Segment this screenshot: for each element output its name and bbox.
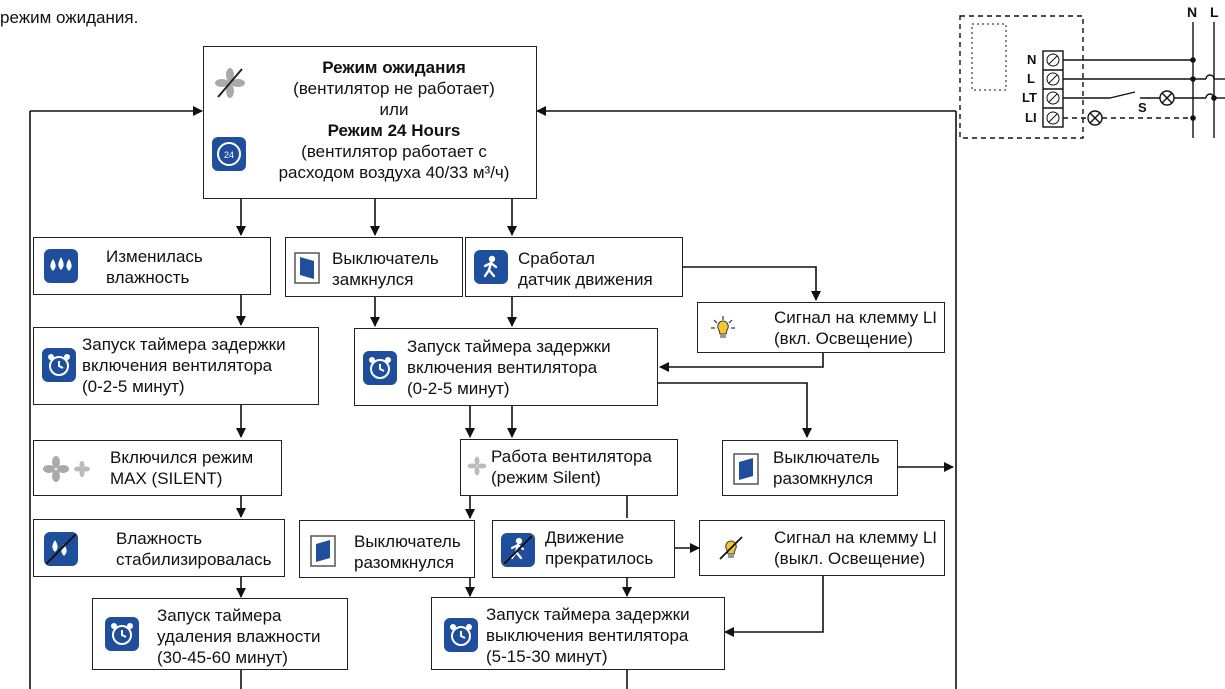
timer-humidity-line1: Запуск таймера (157, 606, 282, 625)
humidity-stable-icon (44, 532, 78, 566)
fan-max-icon (42, 455, 90, 488)
timer-off-line3: (5-15-30 минут) (486, 647, 608, 666)
fan-silent-box: Работа вентилятора (режим Silent) (460, 439, 678, 496)
max-mode-box: Включился режим MAX (SILENT) (33, 440, 282, 496)
humidity-changed-line1: Изменилась (106, 247, 203, 266)
signal-on-line2: (вкл. Освещение) (774, 329, 913, 348)
motion-stopped-line2: прекратилось (545, 549, 654, 568)
humidity-stable-line2: стабилизировалась (116, 550, 272, 569)
switch-open-icon (310, 535, 336, 572)
switch-opened-center-line2: разомкнулся (354, 553, 455, 572)
mains-label-n: N (1187, 4, 1198, 20)
switch-open-icon (733, 453, 759, 490)
timer-on-left-line3: (0-2-5 минут) (82, 377, 185, 396)
standby-title: Режим ожидания (322, 58, 466, 77)
alarm-clock-icon (105, 617, 139, 651)
switch-opened-right-line2: разомкнулся (773, 469, 874, 488)
humidity-changed-line2: влажность (106, 268, 190, 287)
alarm-clock-icon (363, 351, 397, 385)
fan-silent-line2: (режим Silent) (491, 468, 601, 487)
timer-on-center-line1: Запуск таймера задержки (407, 337, 611, 356)
mains-label-l: L (1210, 4, 1219, 20)
switch-closed-line1: Выключатель (332, 249, 439, 268)
signal-off-line1: Сигнал на клемму LI (774, 528, 937, 547)
timer-on-center-line2: включения вентилятора (407, 358, 598, 377)
timer-on-center-box: Запуск таймера задержки включения вентил… (354, 328, 658, 406)
max-mode-line1: Включился режим (110, 448, 254, 467)
motion-stopped-line1: Движение (545, 528, 625, 547)
fan-off-icon (214, 67, 246, 104)
standby-mode-box: 24 Режим ожидания (вентилятор не работае… (203, 46, 537, 199)
timer-on-left-line2: включения вентилятора (82, 356, 273, 375)
terminal-label-l: L (1027, 71, 1035, 86)
signal-off-box: Сигнал на клемму LI (выкл. Освещение) (699, 520, 945, 576)
motion-stopped-icon (501, 533, 535, 567)
mode24-title: Режим 24 Hours (327, 121, 461, 140)
fan-silent-icon (467, 456, 487, 481)
signal-on-line1: Сигнал на клемму LI (774, 308, 937, 327)
or-text: или (379, 100, 409, 119)
svg-text:24: 24 (224, 150, 234, 160)
fan-silent-line1: Работа вентилятора (491, 447, 652, 466)
motion-detected-line1: Сработал (518, 249, 595, 268)
switch-opened-right-line1: Выключатель (773, 448, 880, 467)
timer-humidity-box: Запуск таймера удаления влажности (30-45… (92, 598, 348, 670)
motion-sensor-icon (474, 250, 508, 284)
humidity-stable-line1: Влажность (116, 529, 203, 548)
light-off-icon (718, 535, 744, 566)
switch-closed-icon (294, 252, 320, 289)
humidity-drops-icon (44, 249, 78, 283)
terminal-label-lt: LT (1022, 90, 1037, 105)
light-on-icon (710, 315, 736, 346)
intro-text: режим ожидания. (0, 8, 139, 27)
switch-opened-center-line1: Выключатель (354, 532, 461, 551)
humidity-changed-box: Изменилась влажность (33, 237, 271, 295)
timer-off-box: Запуск таймера задержки выключения венти… (431, 597, 725, 670)
timer-on-center-line3: (0-2-5 минут) (407, 379, 510, 398)
timer-off-line1: Запуск таймера задержки (486, 605, 690, 624)
timer-off-line2: выключения вентилятора (486, 626, 689, 645)
motion-detected-line2: датчик движения (518, 270, 653, 289)
signal-on-box: Сигнал на клемму LI (вкл. Освещение) (697, 302, 945, 353)
switch-closed-box: Выключатель замкнулся (285, 237, 463, 297)
motion-detected-box: Сработал датчик движения (465, 237, 683, 297)
humidity-stable-box: Влажность стабилизировалась (33, 519, 285, 577)
mode24-desc-2: расходом воздуха 40/33 м³/ч) (278, 163, 510, 182)
timer-on-left-line1: Запуск таймера задержки (82, 335, 286, 354)
terminal-label-li: LI (1025, 110, 1037, 125)
max-mode-line2: MAX (SILENT) (110, 469, 223, 488)
standby-desc: (вентилятор не работает) (293, 79, 495, 98)
alarm-clock-icon (42, 348, 76, 382)
mode24-desc-1: (вентилятор работает с (301, 142, 487, 161)
switch-opened-center-box: Выключатель разомкнулся (299, 520, 475, 578)
signal-off-line2: (выкл. Освещение) (774, 549, 926, 568)
terminal-label-n: N (1027, 52, 1037, 67)
switch-closed-line2: замкнулся (332, 270, 414, 289)
switch-label-s: S (1138, 100, 1147, 115)
timer-humidity-line2: удаления влажности (157, 627, 321, 646)
switch-opened-right-box: Выключатель разомкнулся (722, 440, 898, 496)
timer-on-left-box: Запуск таймера задержки включения вентил… (33, 327, 319, 405)
timer-humidity-line3: (30-45-60 минут) (157, 648, 288, 667)
timer-24h-icon: 24 (212, 137, 246, 171)
motion-stopped-box: Движение прекратилось (492, 520, 675, 578)
alarm-clock-icon (444, 618, 478, 652)
